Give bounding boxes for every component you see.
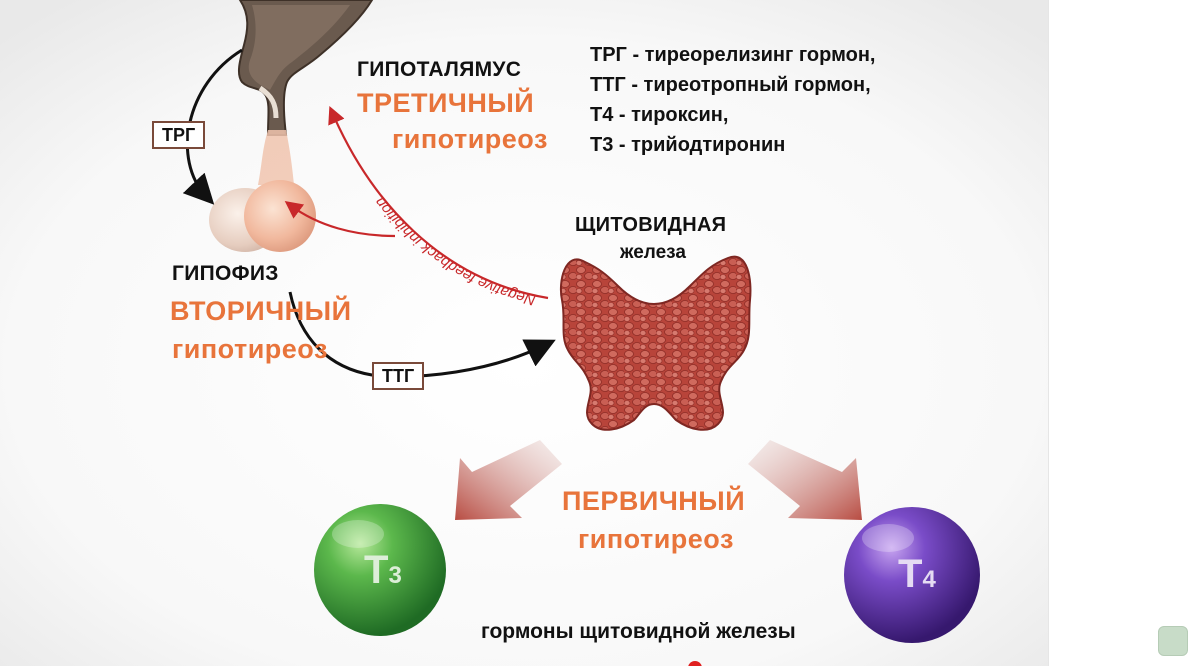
t3-label: T3: [364, 548, 402, 593]
left-output-arrow: [455, 440, 562, 520]
thyroid-gland-illustration: [559, 255, 752, 431]
pituitary-label: ГИПОФИЗ: [172, 262, 279, 285]
t3-label-sub: 3: [388, 562, 402, 589]
legend-item-t3: Т3 - трийодтиронин: [590, 134, 786, 156]
thyroid-hormones-caption: гормоны щитовидной железы: [481, 620, 796, 643]
thyroid-label-line1: ЩИТОВИДНАЯ: [575, 214, 727, 236]
feedback-label-path: Negative feedback inhibition: [371, 194, 537, 309]
feedback-arrow-to-pituitary: [284, 201, 396, 238]
abbreviation-legend: ТРГ - тиреорелизинг гормон, ТТГ - тиреот…: [590, 40, 875, 160]
primary-label-line1: ПЕРВИЧНЫЙ: [562, 486, 746, 516]
thyroid-label-line2: железа: [620, 242, 686, 263]
hypothalamus-label: ГИПОТАЛЯМУС: [357, 58, 522, 81]
t4-label-main: T: [898, 552, 923, 596]
feedback-label: Negative feedback inhibition: [371, 194, 537, 309]
t4-label-sub: 4: [922, 566, 936, 593]
primary-label-line2: гипотиреоз: [578, 524, 734, 554]
secondary-label-line1: ВТОРИЧНЫЙ: [170, 296, 352, 326]
right-output-arrow: [748, 440, 862, 520]
tertiary-label-line1: ТРЕТИЧНЫЙ: [357, 88, 535, 118]
t3-label-main: T: [364, 548, 389, 592]
right-side-panel: [1048, 0, 1200, 666]
secondary-label-line2: гипотиреоз: [172, 334, 328, 364]
t4-label: T4: [898, 552, 936, 597]
tertiary-label-line2: гипотиреоз: [392, 124, 548, 154]
pituitary-anterior-lobe: [244, 180, 316, 252]
t3-sphere: [314, 504, 446, 636]
legend-item-trg: ТРГ - тиреорелизинг гормон,: [590, 44, 876, 66]
t4-sphere: [844, 507, 980, 643]
ttg-box: ТТГ: [372, 362, 425, 390]
legend-item-t4: Т4 - тироксин,: [590, 104, 729, 126]
corner-badge-icon[interactable]: [1158, 626, 1188, 656]
trg-box: ТРГ: [152, 121, 206, 149]
feedback-arrow-to-hypothalamus: [328, 105, 549, 300]
legend-item-ttg: ТТГ - тиреотропный гормон,: [590, 74, 871, 96]
